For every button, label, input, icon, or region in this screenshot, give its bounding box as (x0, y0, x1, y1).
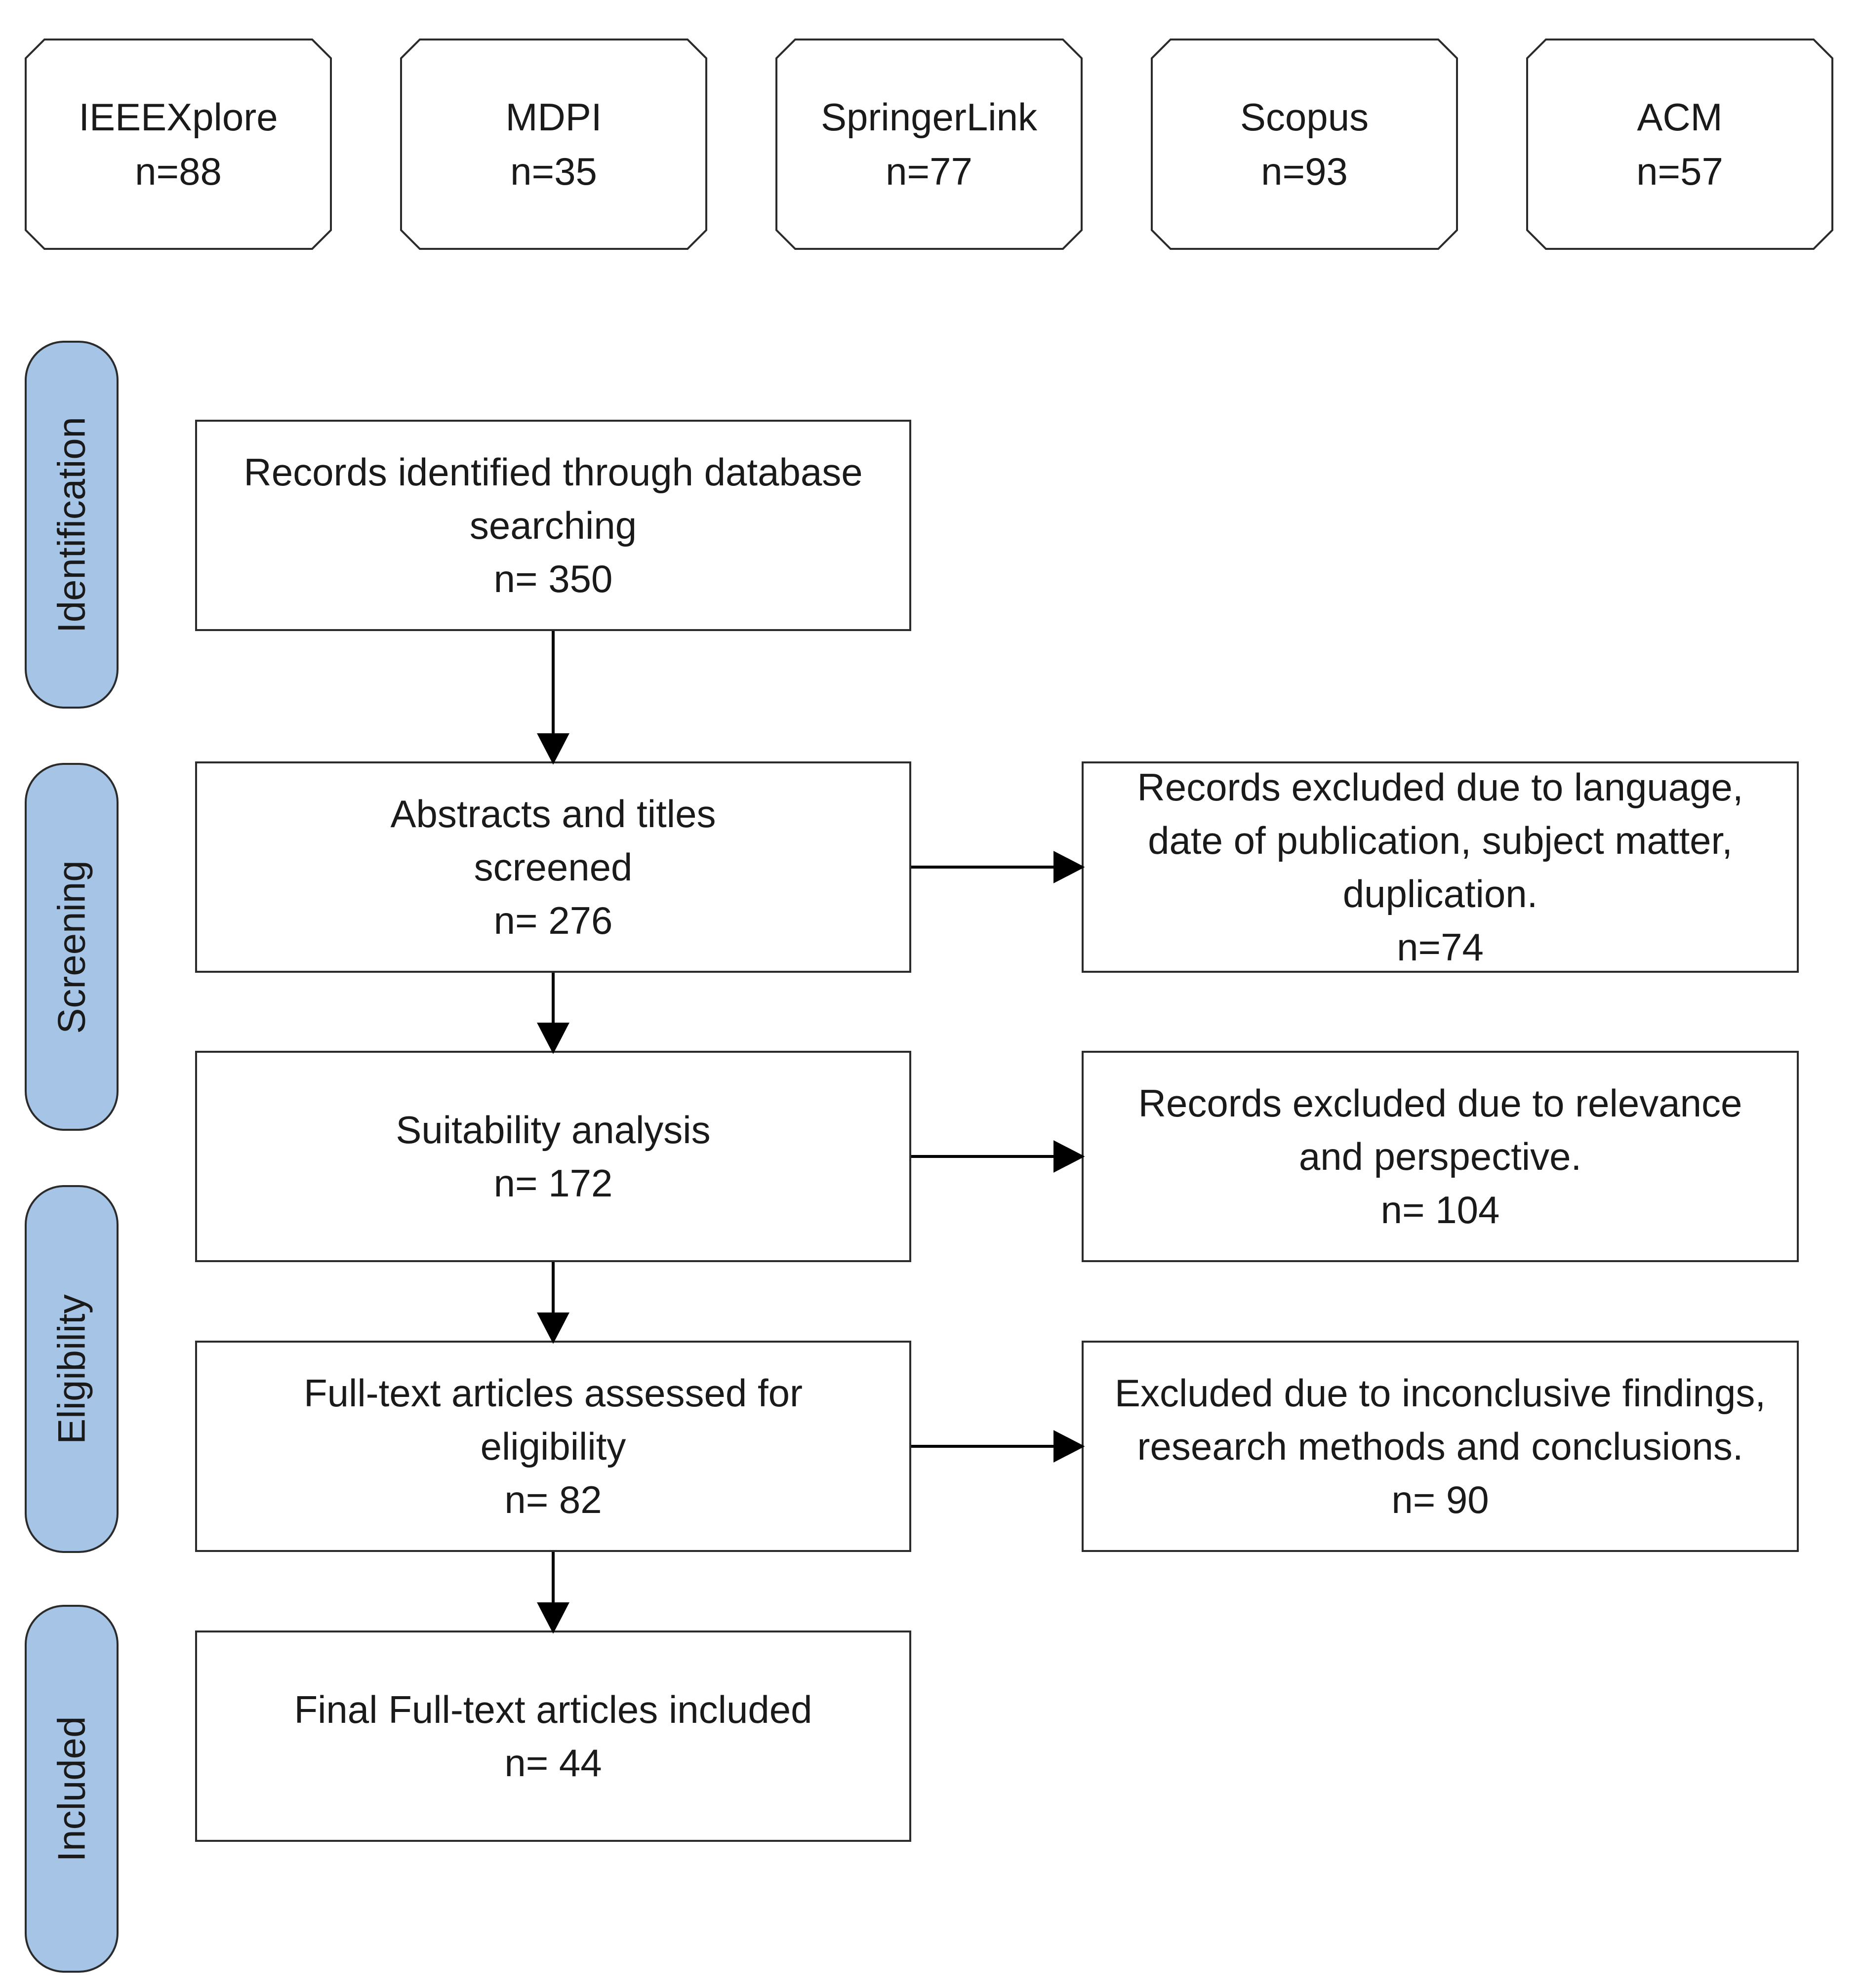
database-springerlink: SpringerLink n=77 (775, 39, 1083, 250)
screening-exclusion-box: Records excluded due to language, date o… (1082, 761, 1799, 973)
octagon-shape (25, 39, 332, 250)
box-count: n=74 (1397, 925, 1484, 969)
stage-identification: Identification (25, 341, 119, 709)
database-scopus: Scopus n=93 (1151, 39, 1458, 250)
database-count: n=57 (1636, 150, 1723, 193)
database-ieeexplore: IEEEXplore n=88 (25, 39, 332, 250)
box-text-line: Records excluded due to language, (1137, 765, 1743, 809)
box-count: n= 172 (493, 1161, 613, 1205)
octagon-shape (775, 39, 1083, 250)
arrowhead (537, 733, 569, 765)
box-text-line: Abstracts and titles (390, 792, 716, 835)
suitability-exclusion-box: Records excluded due to relevance and pe… (1082, 1051, 1799, 1262)
box-text-line: searching (469, 504, 637, 547)
stage-eligibility: Eligibility (25, 1185, 119, 1553)
octagon-shape (1526, 39, 1833, 250)
database-count: n=77 (886, 150, 972, 193)
database-name: MDPI (505, 95, 602, 139)
arrowhead (1053, 1140, 1085, 1173)
octagon-shape (400, 39, 707, 250)
box-text-line: eligibility (480, 1425, 626, 1468)
box-text-line: Final Full-text articles included (294, 1688, 812, 1731)
arrowhead (537, 1023, 569, 1054)
box-count: n= 276 (493, 899, 613, 942)
database-name: Scopus (1240, 95, 1369, 139)
octagon-shape (1151, 39, 1458, 250)
stage-included: Included (25, 1605, 119, 1973)
suitability-analysis-box: Suitability analysis n= 172 (195, 1051, 911, 1262)
box-text-line: screened (474, 845, 633, 889)
arrowhead (537, 1312, 569, 1344)
arrowhead (1053, 851, 1085, 883)
stage-screening: Screening (25, 763, 119, 1131)
box-count: n= 104 (1380, 1188, 1500, 1232)
database-count: n=35 (510, 150, 597, 193)
database-mdpi: MDPI n=35 (400, 39, 707, 250)
arrowhead (1053, 1430, 1085, 1463)
database-name: IEEEXplore (79, 95, 278, 139)
database-count: n=93 (1261, 150, 1348, 193)
box-count: n= 350 (493, 557, 613, 600)
box-text-line: research methods and conclusions. (1137, 1425, 1743, 1468)
database-name: SpringerLink (821, 95, 1037, 139)
database-name: ACM (1637, 95, 1723, 139)
full-text-assessed-box: Full-text articles assessed for eligibil… (195, 1341, 911, 1552)
box-text-line: Suitability analysis (396, 1108, 711, 1152)
box-text-line: Full-text articles assessed for (303, 1371, 803, 1415)
database-acm: ACM n=57 (1526, 39, 1833, 250)
final-included-box: Final Full-text articles included n= 44 (195, 1630, 911, 1842)
records-identified-box: Records identified through database sear… (195, 420, 911, 631)
box-text-line: duplication. (1342, 872, 1538, 915)
box-text-line: Records excluded due to relevance (1138, 1081, 1742, 1125)
abstracts-screened-box: Abstracts and titles screened n= 276 (195, 761, 911, 973)
box-count: n= 90 (1391, 1478, 1489, 1521)
box-text-line: date of publication, subject matter, (1148, 819, 1733, 862)
arrowhead (537, 1602, 569, 1634)
box-count: n= 82 (504, 1478, 602, 1521)
box-count: n= 44 (504, 1741, 602, 1785)
box-text-line: Excluded due to inconclusive findings, (1114, 1371, 1766, 1415)
eligibility-exclusion-box: Excluded due to inconclusive findings, r… (1082, 1341, 1799, 1552)
database-count: n=88 (135, 150, 222, 193)
box-text-line: Records identified through database (243, 450, 863, 494)
box-text-line: and perspective. (1298, 1135, 1582, 1178)
